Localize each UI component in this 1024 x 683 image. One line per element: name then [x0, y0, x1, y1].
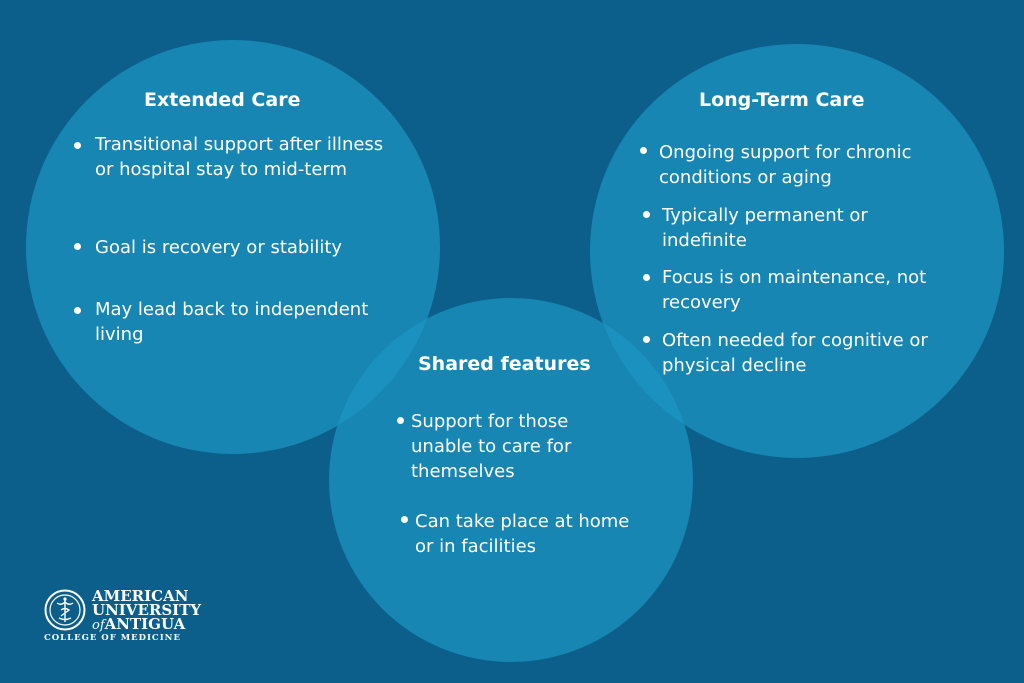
logo-line-american: AMERICAN: [92, 587, 189, 605]
bullet-icon: [640, 147, 647, 154]
bullet-icon: [74, 243, 81, 250]
bullet-icon: [74, 142, 81, 149]
bullet-icon: [643, 336, 650, 343]
bullet-icon: [643, 211, 650, 218]
shared-features-circle: [329, 298, 693, 662]
longterm-item-2: Typically permanent or indefinite: [662, 205, 868, 251]
bullet-icon: [397, 417, 404, 424]
longterm-item-3: Focus is on maintenance, not recovery: [662, 267, 927, 313]
long-term-care-title: Long-Term Care: [699, 89, 865, 111]
shared-item-1: Support for those unable to care for the…: [411, 411, 572, 482]
logo-line-university: UNIVERSITY: [92, 601, 202, 619]
seal-icon: [44, 589, 86, 631]
shared-features-title: Shared features: [418, 353, 591, 375]
extended-item-2: Goal is recovery or stability: [95, 237, 343, 258]
longterm-item-1: Ongoing support for chronic conditions o…: [659, 142, 912, 188]
logo-antigua-word: ANTIGUA: [104, 615, 186, 633]
bullet-icon: [74, 307, 81, 314]
logo-line-antigua: ofANTIGUA: [92, 615, 185, 633]
bullet-icon: [643, 274, 650, 281]
extended-item-1: Transitional support after illness or ho…: [95, 134, 384, 180]
logo-line-college: COLLEGE OF MEDICINE: [44, 633, 181, 643]
logo-of: of: [92, 618, 105, 633]
longterm-item-4: Often needed for cognitive or physical d…: [662, 330, 928, 376]
shared-item-2: Can take place at home or in facilities: [415, 511, 630, 557]
bullet-icon: [401, 516, 408, 523]
extended-item-3: May lead back to independent living: [95, 299, 369, 345]
extended-care-title: Extended Care: [144, 89, 301, 111]
